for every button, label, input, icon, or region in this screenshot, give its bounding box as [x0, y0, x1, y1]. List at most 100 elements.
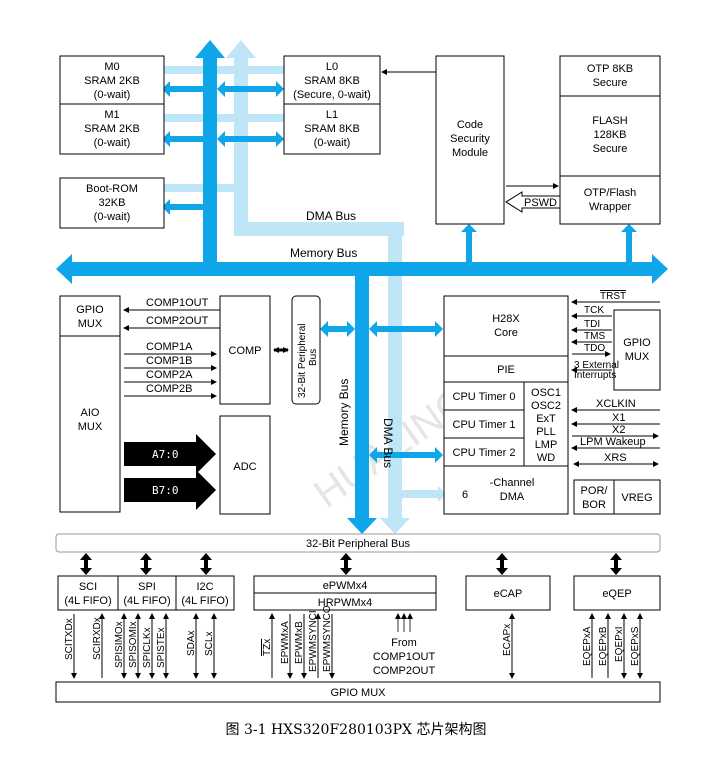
svg-text:PIE: PIE [497, 364, 515, 376]
svg-text:SPISIMOx: SPISIMOx [114, 621, 125, 668]
svg-text:(4L FIFO): (4L FIFO) [64, 595, 111, 607]
svg-text:3 External: 3 External [574, 360, 619, 371]
peripheral-pin-labels: SCITXDx SCIRXDx SPISIMOx SPISOMIx SPICLK… [64, 605, 641, 677]
otp-flash-wrapper-1: OTP/Flash [584, 187, 637, 199]
svg-text:EPWMSYNCI: EPWMSYNCI [308, 610, 319, 672]
memory-bus-label: Memory Bus [290, 246, 357, 260]
m0-wait: (0-wait) [94, 89, 131, 101]
svg-text:LMP: LMP [535, 439, 558, 451]
svg-text:EPWMxA: EPWMxA [280, 621, 291, 664]
svg-text:SPI: SPI [138, 581, 156, 593]
svg-text:32-Bit Peripheral Bus: 32-Bit Peripheral Bus [306, 538, 410, 550]
svg-text:Interrupts: Interrupts [574, 370, 616, 381]
svg-text:CPU Timer 1: CPU Timer 1 [453, 419, 516, 431]
svg-text:-Channel: -Channel [490, 477, 535, 489]
comp2out-label: COMP2OUT [146, 315, 209, 327]
svg-text:32-Bit Peripheral: 32-Bit Peripheral [297, 324, 308, 398]
l1-wait: (0-wait) [314, 137, 351, 149]
periph-bus-vertical: 32-Bit Peripheral Bus [291, 295, 321, 405]
svg-text:AIO: AIO [81, 407, 100, 419]
m1-size: SRAM 2KB [84, 123, 140, 135]
flash-size: 128KB [593, 129, 626, 141]
svg-text:(4L FIFO): (4L FIFO) [123, 595, 170, 607]
a70-label: A7:0 [152, 448, 179, 461]
b70-label: B7:0 [152, 484, 179, 497]
memory-bus [56, 40, 668, 534]
core-block: H28X Core PIE CPU Timer 0 CPU Timer 1 CP… [443, 295, 569, 515]
peripheral-pins [71, 613, 643, 679]
svg-text:TCK: TCK [584, 305, 604, 316]
svg-text:CPU Timer 2: CPU Timer 2 [453, 447, 516, 459]
svg-text:TRST: TRST [600, 291, 626, 302]
dma-bus-vertical-label: DMA Bus [381, 418, 395, 468]
svg-text:TDI: TDI [584, 319, 600, 330]
code-security-module: Code Security Module [435, 55, 505, 225]
svg-text:COMP2OUT: COMP2OUT [373, 665, 436, 677]
aio-mux: AIO MUX [59, 335, 121, 513]
otp-flash-wrapper-2: Wrapper [589, 201, 631, 213]
svg-text:ECAPx: ECAPx [502, 624, 513, 656]
svg-text:MUX: MUX [78, 421, 103, 433]
boot-rom-block: Boot-ROM 32KB (0-wait) [59, 177, 165, 229]
svg-text:EQEPxA: EQEPxA [582, 626, 593, 666]
jtag-signals: TRST TCK TDI TMS TDO 3 External Interrup… [571, 291, 660, 381]
svg-text:LPM Wakeup: LPM Wakeup [580, 436, 646, 448]
svg-text:ExT: ExT [536, 413, 556, 425]
svg-text:X2: X2 [612, 424, 625, 436]
svg-text:X1: X1 [612, 412, 625, 424]
svg-text:OSC1: OSC1 [531, 387, 561, 399]
gpio-mux-right: GPIO MUX [613, 309, 661, 391]
svg-text:GPIO: GPIO [76, 304, 104, 316]
m1-wait: (0-wait) [94, 137, 131, 149]
svg-text:PLL: PLL [536, 426, 556, 438]
svg-text:GPIO: GPIO [623, 337, 651, 349]
periph-bus-taps [80, 553, 622, 575]
comp2b-label: COMP2B [146, 383, 192, 395]
svg-text:OSC2: OSC2 [531, 400, 561, 412]
otp-secure: Secure [593, 77, 628, 89]
svg-text:COMP: COMP [229, 345, 262, 357]
svg-text:TZx: TZx [262, 639, 273, 656]
svg-text:(4L FIFO): (4L FIFO) [181, 595, 228, 607]
svg-text:DMA: DMA [500, 491, 525, 503]
pswd-arrow: PSWD [505, 183, 561, 213]
por-vreg: POR/ BOR VREG [573, 479, 661, 515]
svg-text:VREG: VREG [621, 492, 652, 504]
svg-text:XRS: XRS [604, 452, 627, 464]
comp1out-label: COMP1OUT [146, 297, 209, 309]
otp-flash-block: OTP 8KB Secure FLASH 128KB Secure OTP/Fl… [559, 55, 661, 225]
svg-text:EQEPxB: EQEPxB [598, 626, 609, 666]
svg-text:HRPWMx4: HRPWMx4 [318, 597, 372, 609]
svg-text:BOR: BOR [582, 499, 606, 511]
flash-secure: Secure [593, 143, 628, 155]
memory-bus-vertical-label: Memory Bus [337, 379, 351, 446]
svg-text:MUX: MUX [625, 351, 650, 363]
ecap-block: eCAP [465, 575, 551, 611]
svg-text:SCI: SCI [79, 581, 97, 593]
csm-line3: Module [452, 147, 488, 159]
svg-text:Core: Core [494, 327, 518, 339]
svg-text:From: From [391, 637, 417, 649]
svg-text:EPWMxB: EPWMxB [294, 621, 305, 664]
svg-text:WD: WD [537, 452, 555, 464]
otp-size: OTP 8KB [587, 63, 633, 75]
eqep-block: eQEP [573, 575, 661, 611]
gpio-mux-bottom: GPIO MUX [55, 681, 661, 703]
svg-text:COMP1OUT: COMP1OUT [373, 651, 436, 663]
gpio-mux-left: GPIO MUX [59, 295, 121, 337]
svg-text:ePWMx4: ePWMx4 [323, 580, 368, 592]
svg-text:SCLx: SCLx [204, 632, 215, 656]
svg-text:POR/: POR/ [581, 485, 609, 497]
adc-block: ADC [219, 415, 271, 515]
m1-name: M1 [104, 109, 119, 121]
svg-text:I2C: I2C [196, 581, 213, 593]
comp1b-label: COMP1B [146, 355, 192, 367]
dma-bus-label: DMA Bus [306, 209, 356, 223]
l0-size: SRAM 8KB [304, 75, 360, 87]
sram-l0-l1-block: L0 SRAM 8KB (Secure, 0-wait) L1 SRAM 8KB… [283, 55, 381, 155]
m0-name: M0 [104, 61, 119, 73]
svg-text:eQEP: eQEP [602, 588, 631, 600]
svg-text:TMS: TMS [584, 331, 605, 342]
figure-caption: 图 3-1 HXS320F280103PX 芯片架构图 [226, 722, 487, 738]
l0-wait: (Secure, 0-wait) [293, 89, 371, 101]
